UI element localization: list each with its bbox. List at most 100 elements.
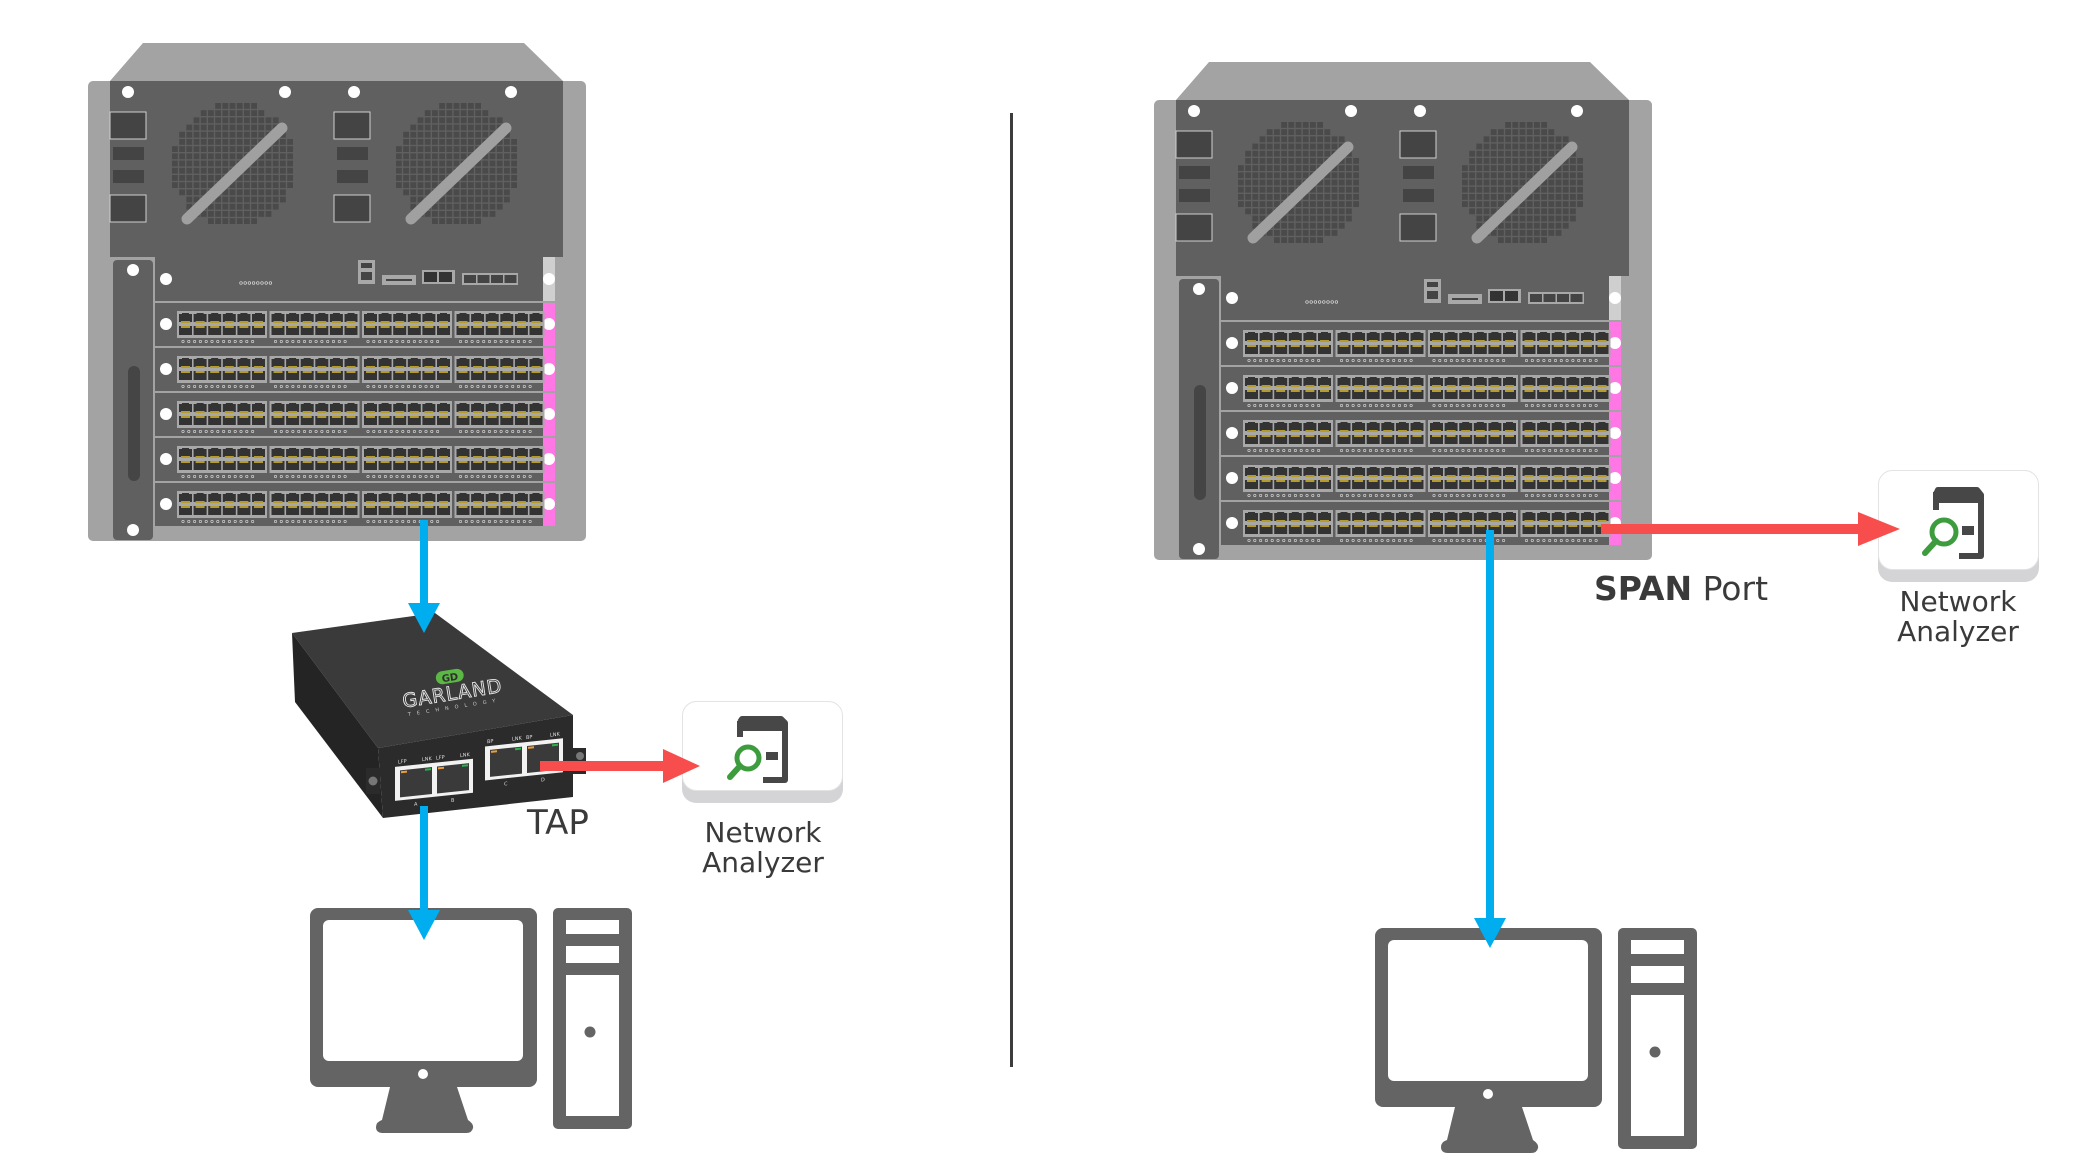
mgmt-port bbox=[439, 272, 452, 282]
fan-grille-cell bbox=[403, 139, 409, 145]
port-pins bbox=[1320, 345, 1329, 347]
port-pins bbox=[487, 371, 497, 373]
fan-grille-cell bbox=[200, 160, 207, 167]
ethernet-port bbox=[437, 403, 450, 412]
port-pins bbox=[1582, 430, 1592, 432]
ethernet-port bbox=[1274, 525, 1288, 534]
fan-grille-cell bbox=[1324, 201, 1331, 207]
fan-grille-cell bbox=[468, 211, 474, 217]
ethernet-port bbox=[1580, 512, 1594, 521]
ethernet-port bbox=[1245, 390, 1258, 399]
ethernet-port bbox=[222, 313, 236, 322]
ethernet-port bbox=[1444, 480, 1458, 489]
ethernet-port bbox=[407, 313, 421, 322]
status-led bbox=[308, 339, 312, 343]
network-analyzer-right[interactable] bbox=[1878, 470, 2040, 583]
port-pins bbox=[473, 366, 483, 368]
ethernet-port bbox=[208, 461, 222, 470]
status-led bbox=[436, 429, 440, 433]
status-led bbox=[222, 474, 226, 478]
fan-grille-cell bbox=[489, 146, 496, 152]
fan-grille-cell bbox=[244, 218, 250, 224]
port-pins bbox=[1553, 385, 1563, 387]
port-pins bbox=[409, 326, 419, 328]
fan-grille-cell bbox=[1310, 208, 1316, 215]
port-pins bbox=[516, 371, 526, 373]
ethernet-port bbox=[179, 313, 192, 322]
fan-grille-cell bbox=[496, 139, 503, 145]
fan-grille-cell bbox=[200, 175, 207, 181]
status-led bbox=[464, 384, 468, 388]
line-card bbox=[155, 348, 555, 391]
port-pins bbox=[239, 321, 249, 323]
status-led bbox=[1461, 403, 1465, 407]
fan-grille-cell bbox=[1324, 208, 1331, 215]
fan-grille-cell bbox=[229, 203, 236, 210]
port-pins bbox=[1432, 390, 1441, 392]
ethernet-port bbox=[329, 326, 343, 335]
port-pins bbox=[181, 321, 190, 323]
ethernet-port bbox=[1537, 345, 1551, 354]
ethernet-port bbox=[1522, 480, 1536, 489]
fan-grille-cell bbox=[1534, 222, 1540, 229]
fan-grille-cell bbox=[1469, 179, 1475, 186]
fan-grille-cell bbox=[222, 146, 229, 152]
fan-grille-cell bbox=[475, 160, 481, 167]
status-led bbox=[1276, 358, 1280, 362]
fan-grille-cell bbox=[504, 167, 510, 174]
fan-grille-cell bbox=[446, 103, 453, 109]
ethernet-port bbox=[364, 313, 377, 322]
port-pins bbox=[1490, 430, 1500, 432]
tap-port-b[interactable] bbox=[437, 763, 469, 794]
fan-grille-cell bbox=[1259, 208, 1266, 215]
fan-grille-cell bbox=[424, 211, 431, 217]
port-pins bbox=[317, 371, 327, 373]
port-pins bbox=[195, 416, 205, 418]
ethernet-port bbox=[1288, 390, 1302, 399]
ethernet-port bbox=[1410, 467, 1424, 476]
tap-port-a[interactable] bbox=[400, 767, 432, 798]
status-led bbox=[1369, 403, 1373, 407]
ethernet-port bbox=[500, 461, 514, 470]
fan-grille-cell bbox=[229, 211, 236, 217]
ethernet-port bbox=[393, 448, 407, 457]
fan-grille-cell bbox=[439, 110, 445, 116]
ethernet-port bbox=[1430, 467, 1443, 476]
screw-icon bbox=[1609, 427, 1621, 439]
status-led bbox=[1288, 448, 1292, 452]
ethernet-port bbox=[1551, 467, 1565, 476]
status-led bbox=[482, 384, 486, 388]
ethernet-port bbox=[529, 403, 543, 412]
network-analyzer-left[interactable] bbox=[682, 701, 844, 804]
port-pins bbox=[1461, 340, 1471, 342]
fan-grille-cell bbox=[1295, 158, 1302, 164]
port-block bbox=[1335, 465, 1426, 497]
status-led bbox=[1380, 538, 1384, 542]
ethernet-port bbox=[1566, 345, 1580, 354]
ethernet-port bbox=[193, 371, 207, 380]
fan-grille-cell bbox=[1512, 208, 1519, 215]
drive-bay bbox=[1631, 940, 1684, 954]
ethernet-port bbox=[1537, 377, 1551, 386]
fan-grille-cell bbox=[1331, 215, 1338, 222]
fan-grille-cell bbox=[1462, 165, 1468, 171]
card-slot-opening bbox=[1452, 298, 1478, 300]
fan-grille-cell bbox=[1562, 136, 1569, 143]
fan-grille-cell bbox=[1469, 201, 1475, 207]
fan-grille-cell bbox=[1252, 215, 1259, 222]
status-led bbox=[1282, 403, 1286, 407]
port-pins bbox=[1490, 475, 1500, 477]
ethernet-port bbox=[407, 461, 421, 470]
fan-grille-cell bbox=[1541, 194, 1547, 200]
ethernet-port bbox=[193, 493, 207, 502]
fan-grille-cell bbox=[432, 182, 438, 188]
line-card bbox=[155, 483, 555, 526]
ethernet-port bbox=[1337, 390, 1351, 399]
fan-grille-cell bbox=[1288, 186, 1295, 193]
port-pins bbox=[1412, 525, 1422, 527]
fan-grille-cell bbox=[251, 131, 257, 138]
status-led bbox=[1565, 358, 1569, 362]
fan-grille-cell bbox=[511, 139, 517, 145]
port-pins bbox=[380, 371, 390, 373]
tap-port-c[interactable] bbox=[490, 746, 522, 777]
